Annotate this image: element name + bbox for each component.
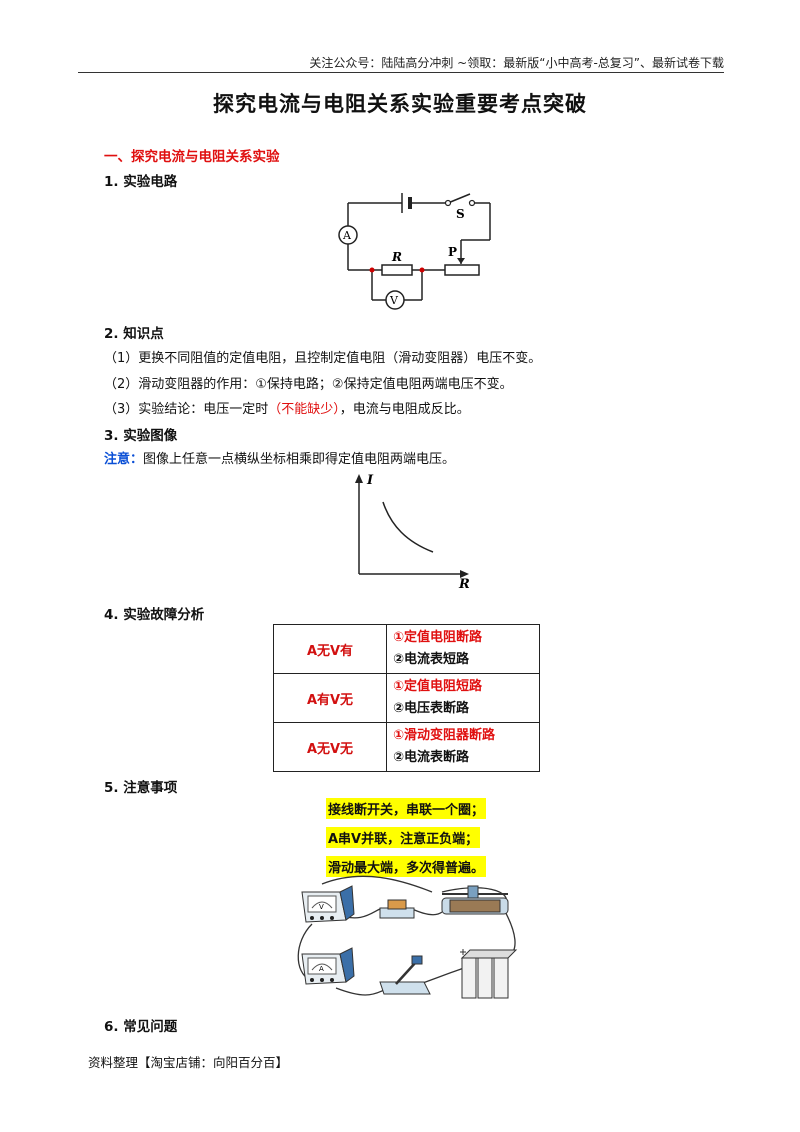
x-axis-label: R xyxy=(458,577,470,590)
conclusion-text: （3）实验结论：电压一定时 xyxy=(104,402,269,417)
ammeter-device: A xyxy=(301,947,355,985)
fault-condition: A有V无 xyxy=(273,673,387,723)
slider-arrow xyxy=(457,258,465,264)
knowledge-point-1: （1）更换不同阻值的定值电阻，且控制定值电阻（滑动变阻器）电压不变。 xyxy=(104,351,542,366)
i-r-graph: I R xyxy=(355,473,470,590)
junction-dot xyxy=(369,267,375,273)
fault-table: A无V有 ①定值电阻断路 ②电流表短路 A有V无 ①定值电阻短路 ②电压表断路 A无… xyxy=(273,624,540,772)
fault-cause-1: ①定值电阻短路 xyxy=(393,679,483,694)
tips-block: 接线断开关，串联一个圈； A串V并联，注意正负端； 滑动最大端，多次得普遍。 xyxy=(326,798,487,877)
subheading-circuit: 1. 实验电路 xyxy=(104,174,178,190)
fault-cause-1: ①定值电阻断路 xyxy=(393,630,483,645)
ammeter-symbol xyxy=(338,225,358,245)
fault-condition: A无V无 xyxy=(273,722,387,772)
subheading-faults: 4. 实验故障分析 xyxy=(104,607,205,623)
battery-symbol xyxy=(401,193,412,213)
table-row: A无V无 ①滑动变阻器断路 ②电流表断路 xyxy=(273,722,540,772)
header-divider xyxy=(78,72,724,73)
battery-device xyxy=(460,949,518,999)
switch-contact xyxy=(444,199,452,207)
conclusion-emphasis: （不能缺少） xyxy=(268,402,340,417)
resistor-label: R xyxy=(391,250,402,264)
switch-device xyxy=(379,955,431,995)
page-title: 探究电流与电阻关系实验重要考点突破 xyxy=(213,91,587,116)
x-axis-arrow xyxy=(460,570,469,578)
section-heading: 一、探究电流与电阻关系实验 xyxy=(104,149,280,165)
subheading-notes: 5. 注意事项 xyxy=(104,780,178,796)
rheostat-symbol xyxy=(444,264,480,276)
y-axis-arrow xyxy=(355,474,363,483)
switch-contact xyxy=(468,199,476,207)
page-header: 关注公众号：陆陆高分冲刺 ~领取：最新版“小中高考-总复习”、最新试卷下载 xyxy=(309,56,724,70)
voltmeter-dial-label: V xyxy=(319,903,324,911)
knowledge-point-2: （2）滑动变阻器的作用：①保持电路；②保持定值电阻两端电压不变。 xyxy=(104,377,513,392)
voltmeter-device: V xyxy=(301,885,355,923)
knowledge-point-3: （3）实验结论：电压一定时（不能缺少），电流与电阻成反比。 xyxy=(104,398,470,417)
switch-label: S xyxy=(456,207,465,221)
note-label: 注意： xyxy=(104,452,144,467)
voltmeter-symbol xyxy=(385,290,405,310)
subheading-graph: 3. 实验图像 xyxy=(104,428,178,444)
resistor-device xyxy=(379,899,415,919)
resistor-symbol xyxy=(381,264,413,276)
note-text: 图像上任意一点横纵坐标相乘即得定值电阻两端电压。 xyxy=(143,452,456,467)
fault-cause-1: ①滑动变阻器断路 xyxy=(393,728,496,743)
fault-cause-2: ②电流表断路 xyxy=(393,750,470,765)
slider-label: P xyxy=(448,245,457,259)
voltmeter-label: V xyxy=(389,294,399,307)
fault-cause-2: ②电压表断路 xyxy=(393,701,470,716)
conclusion-text-end: ，电流与电阻成反比。 xyxy=(339,402,470,417)
junction-dot xyxy=(419,267,425,273)
ammeter-dial-label: A xyxy=(319,965,324,973)
ammeter-label: A xyxy=(342,229,352,242)
table-row: A无V有 ①定值电阻断路 ②电流表短路 xyxy=(273,624,540,674)
tip-line: 接线断开关，串联一个圈； xyxy=(326,798,487,819)
tip-line: A串V并联，注意正负端； xyxy=(326,827,481,848)
subheading-common-questions: 6. 常见问题 xyxy=(104,1019,178,1035)
apparatus-illustration: V A xyxy=(297,875,518,999)
inverse-curve xyxy=(382,501,434,553)
fault-cause-2: ②电流表短路 xyxy=(393,652,470,667)
table-row: A有V无 ①定值电阻短路 ②电压表断路 xyxy=(273,673,540,723)
page-footer: 资料整理【淘宝店铺：向阳百分百】 xyxy=(88,1055,289,1070)
fault-condition: A无V有 xyxy=(273,624,387,674)
tip-line: 滑动最大端，多次得普遍。 xyxy=(326,856,487,877)
circuit-diagram: S A R P V xyxy=(338,193,491,310)
rheostat-device xyxy=(441,885,509,915)
note-line: 注意：图像上任意一点横纵坐标相乘即得定值电阻两端电压。 xyxy=(104,448,455,467)
y-axis-label: I xyxy=(366,473,374,488)
subheading-knowledge: 2. 知识点 xyxy=(104,326,164,342)
